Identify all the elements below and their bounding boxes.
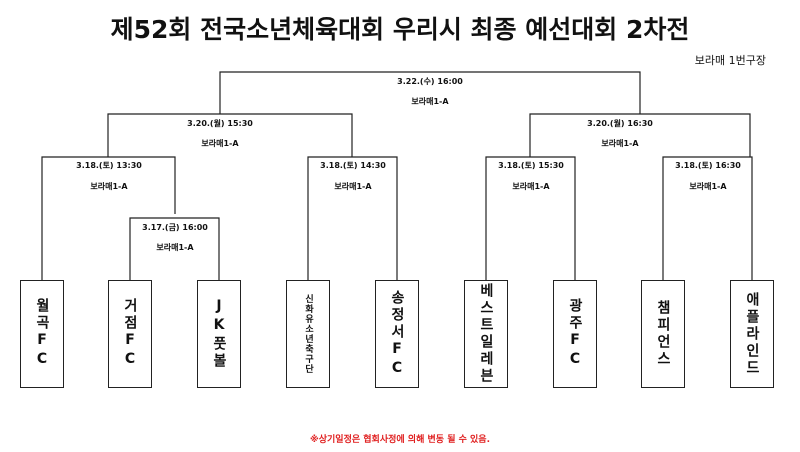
bracket-line-qf-4	[662, 156, 753, 280]
team-box: 신화유소년축구단	[286, 280, 330, 388]
match-qf1-date: 3.18.(토) 13:30	[76, 161, 142, 170]
bracket-line-qf-1	[41, 156, 176, 280]
team-name: 신화유소년축구단	[303, 294, 313, 374]
team-box: 거점FC	[108, 280, 152, 388]
venue-note: 보라매 1번구장	[694, 54, 766, 67]
bracket-line-qf-2	[307, 156, 398, 280]
team-name: 거점FC	[122, 298, 138, 370]
match-qf3-date: 3.18.(토) 15:30	[498, 161, 564, 170]
match-semi-right-venue: 보라매1-A	[601, 139, 639, 148]
team-box: JK풋볼	[197, 280, 241, 388]
match-final-date: 3.22.(수) 16:00	[397, 77, 463, 86]
team-name: JK풋볼	[211, 298, 227, 370]
match-qf1-venue: 보라매1-A	[90, 182, 128, 191]
team-name: 챔피언스	[655, 300, 671, 368]
team-box: 광주FC	[553, 280, 597, 388]
team-box: 애플라인드	[730, 280, 774, 388]
bracket-line-semi-right	[529, 113, 751, 157]
footnote: ※상기일정은 협회사정에 의해 변동 될 수 있음.	[309, 435, 490, 445]
match-r16-venue: 보라매1-A	[156, 243, 194, 252]
match-r16-date: 3.17.(금) 16:00	[142, 223, 208, 232]
team-box: 챔피언스	[641, 280, 685, 388]
match-qf4-venue: 보라매1-A	[689, 182, 727, 191]
team-name: 송정서FC	[389, 289, 405, 379]
match-qf2-date: 3.18.(토) 14:30	[320, 161, 386, 170]
team-box: 월곡FC	[20, 280, 64, 388]
bracket-line-qf-3	[485, 156, 576, 280]
team-name: 애플라인드	[744, 291, 760, 377]
match-final-venue: 보라매1-A	[411, 97, 449, 106]
match-qf3-venue: 보라매1-A	[512, 182, 550, 191]
team-box: 송정서FC	[375, 280, 419, 388]
bracket-line-final	[219, 71, 641, 114]
match-semi-left-date: 3.20.(월) 15:30	[187, 119, 253, 128]
match-semi-left-venue: 보라매1-A	[201, 139, 239, 148]
bracket-line-r16	[129, 217, 220, 280]
team-name: 베스트일레븐	[478, 283, 494, 385]
team-box: 베스트일레븐	[464, 280, 508, 388]
bracket-line-semi-left	[107, 113, 353, 157]
match-qf2-venue: 보라매1-A	[334, 182, 372, 191]
team-name: 월곡FC	[34, 298, 50, 370]
team-name: 광주FC	[567, 298, 583, 370]
match-semi-right-date: 3.20.(월) 16:30	[587, 119, 653, 128]
page-title: 제52회 전국소년체육대회 우리시 최종 예선대회 2차전	[110, 15, 690, 44]
match-qf4-date: 3.18.(토) 16:30	[675, 161, 741, 170]
